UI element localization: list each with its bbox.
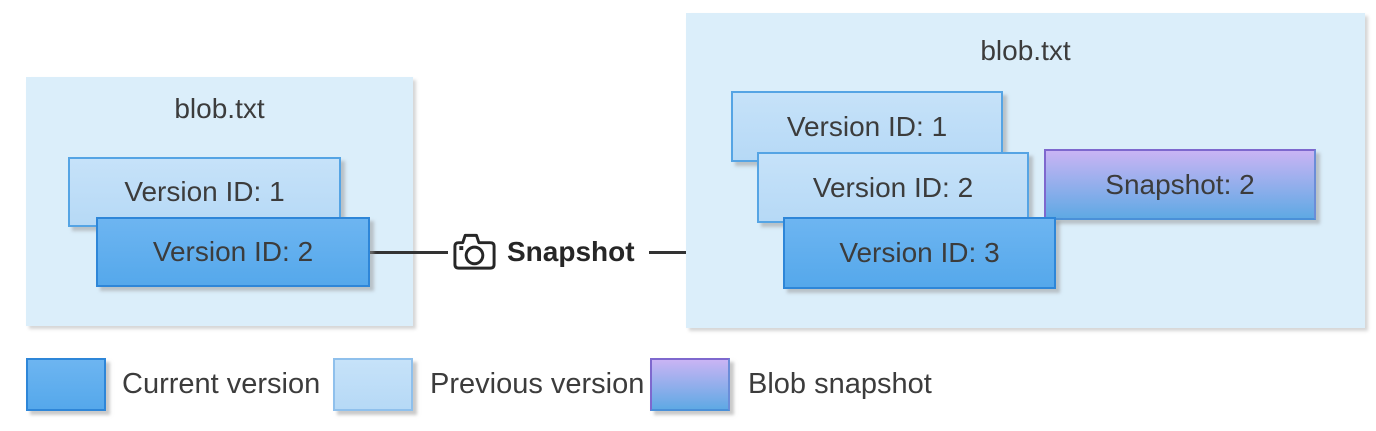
right-blob-panel: blob.txt Version ID: 1 Version ID: 2 Sna… [686, 13, 1365, 328]
left-blob-panel: blob.txt Version ID: 1 Version ID: 2 [26, 77, 413, 326]
version-box-1: Version ID: 1 [731, 91, 1003, 162]
arrow-line-left [370, 251, 448, 254]
version-box-1: Version ID: 1 [68, 157, 341, 227]
legend-swatch-current-version [26, 358, 106, 411]
snapshot-action-label: Snapshot [507, 236, 635, 267]
legend-swatch-previous-version [333, 358, 413, 411]
legend-label-current-version: Current version [122, 368, 321, 400]
version-box-2: Version ID: 2 [757, 152, 1029, 223]
camera-icon [453, 233, 496, 270]
version-box-2-current: Version ID: 2 [96, 217, 370, 287]
left-panel-title: blob.txt [174, 93, 265, 124]
version-box-3-current: Version ID: 3 [783, 217, 1056, 289]
right-panel-title: blob.txt [980, 35, 1071, 66]
legend-label-blob-snapshot: Blob snapshot [748, 368, 932, 400]
legend-label-previous-version: Previous version [430, 368, 645, 400]
snapshot-box: Snapshot: 2 [1044, 149, 1316, 220]
legend-swatch-blob-snapshot [650, 358, 730, 411]
